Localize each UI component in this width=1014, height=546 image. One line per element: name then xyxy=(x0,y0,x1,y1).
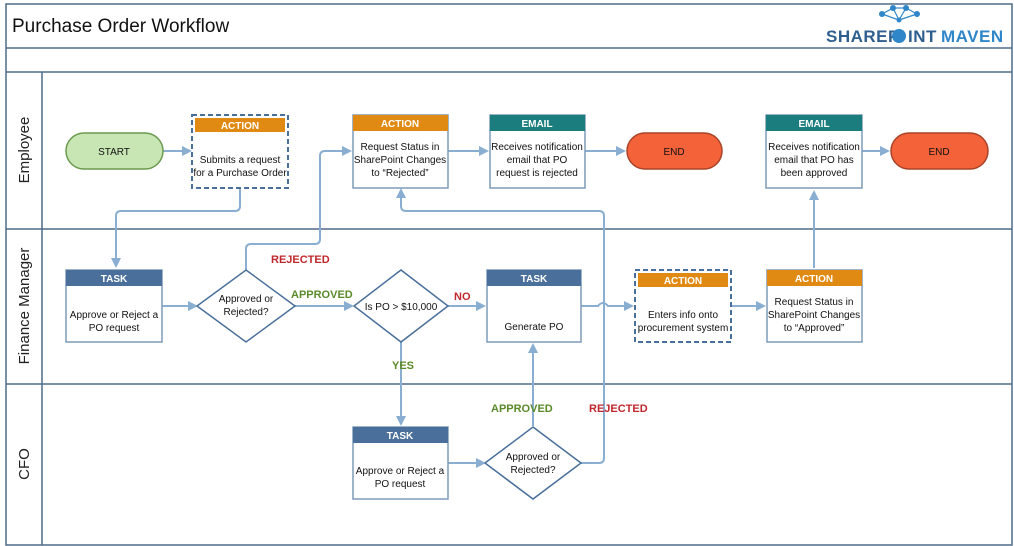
status-rejected-action: ACTION Request Status in SharePoint Chan… xyxy=(352,114,449,189)
status-rejected-header: ACTION xyxy=(381,119,419,130)
edge-submit-to-fm-task xyxy=(111,188,241,268)
status-rejected-line2: SharePoint Changes xyxy=(354,155,446,166)
label-rejected-cfo: REJECTED xyxy=(589,403,648,415)
cfo-decision-line2: Rejected? xyxy=(510,465,555,476)
status-approved-header: ACTION xyxy=(795,274,833,285)
email-approved-header: EMAIL xyxy=(798,119,829,130)
label-rejected-fm: REJECTED xyxy=(271,254,330,266)
status-approved-line2: SharePoint Changes xyxy=(768,310,860,321)
fm-task-line2: PO request xyxy=(89,323,140,334)
label-yes: YES xyxy=(392,360,414,372)
end2-label: END xyxy=(928,147,949,158)
fm-task-line1: Approve or Reject a xyxy=(70,310,159,321)
logo-text-int: INT xyxy=(908,27,937,46)
lane-label-cfo: CFO xyxy=(16,448,33,480)
label-approved-fm: APPROVED xyxy=(291,289,353,301)
fm-task-header: TASK xyxy=(101,274,128,285)
logo-network-icon xyxy=(879,5,920,23)
email-rejected: EMAIL Receives notification email that P… xyxy=(489,114,586,189)
end1-label: END xyxy=(663,147,684,158)
cfo-task-line1: Approve or Reject a xyxy=(356,466,445,477)
generate-header: TASK xyxy=(521,274,548,285)
cfo-task-line2: PO request xyxy=(375,479,426,490)
cfo-decision-diamond: Approved or Rejected? xyxy=(483,426,583,500)
page-title: Purchase Order Workflow xyxy=(12,16,229,37)
email-rejected-line1: Receives notification xyxy=(491,142,583,153)
email-rejected-line2: email that PO xyxy=(507,155,568,166)
email-rejected-line3: request is rejected xyxy=(496,168,578,179)
edge-generate-to-enter xyxy=(581,301,634,311)
fm-decision-diamond: Approved or Rejected? xyxy=(195,269,297,343)
start-label: START xyxy=(98,147,130,158)
cfo-task-header: TASK xyxy=(387,431,414,442)
label-approved-cfo: APPROVED xyxy=(491,403,553,415)
submit-line2: for a Purchase Order xyxy=(193,168,287,179)
status-approved-action: ACTION Request Status in SharePoint Chan… xyxy=(766,269,863,343)
fm-decision-line1: Approved or xyxy=(219,294,274,305)
logo-text-maven: MAVEN xyxy=(941,27,1004,46)
email-approved-line1: Receives notification xyxy=(768,142,860,153)
edge-cfo-rejected-to-status xyxy=(396,188,605,464)
logo-o-icon xyxy=(892,29,906,43)
lane-label-employee: Employee xyxy=(16,117,33,184)
email-approved-line3: been approved xyxy=(781,168,848,179)
submit-line1: Submits a request xyxy=(200,155,281,166)
label-no: NO xyxy=(454,291,471,303)
connectors xyxy=(111,146,890,468)
sharepoint-maven-logo: SHAREP INT MAVEN xyxy=(826,5,1004,46)
edge-fm-rejected-to-status xyxy=(245,146,352,270)
status-approved-line1: Request Status in xyxy=(775,297,854,308)
generate-po-task: TASK Generate PO xyxy=(486,269,582,343)
po-check-label: Is PO > $10,000 xyxy=(365,302,438,313)
enter-info-line1: Enters info onto xyxy=(648,310,718,321)
fm-approve-task: TASK Approve or Reject a PO request xyxy=(65,269,163,343)
email-approved: EMAIL Receives notification email that P… xyxy=(765,114,863,189)
email-rejected-header: EMAIL xyxy=(521,119,552,130)
logo-text-share: SHAREP xyxy=(826,27,900,46)
status-rejected-line3: to “Rejected” xyxy=(371,168,428,179)
cfo-approve-task: TASK Approve or Reject a PO request xyxy=(352,426,449,500)
start-node: START xyxy=(65,132,164,170)
enter-info-header: ACTION xyxy=(664,276,702,287)
lane-label-finance-manager: Finance Manager xyxy=(16,248,33,365)
enter-info-action: ACTION Enters info onto procurement syst… xyxy=(634,269,732,343)
submit-header: ACTION xyxy=(221,121,259,132)
fm-decision-line2: Rejected? xyxy=(223,307,268,318)
po-amount-check-diamond: Is PO > $10,000 xyxy=(352,269,450,343)
enter-info-line2: procurement system xyxy=(638,323,729,334)
status-approved-line3: to “Approved” xyxy=(784,323,845,334)
email-approved-line2: email that PO has xyxy=(774,155,853,166)
submit-request-action: ACTION Submits a request for a Purchase … xyxy=(191,114,289,189)
end-node-2: END xyxy=(890,132,989,170)
cfo-decision-line1: Approved or xyxy=(506,452,561,463)
generate-line1: Generate PO xyxy=(505,322,564,333)
end-node-1: END xyxy=(626,132,723,170)
status-rejected-line1: Request Status in xyxy=(361,142,440,153)
